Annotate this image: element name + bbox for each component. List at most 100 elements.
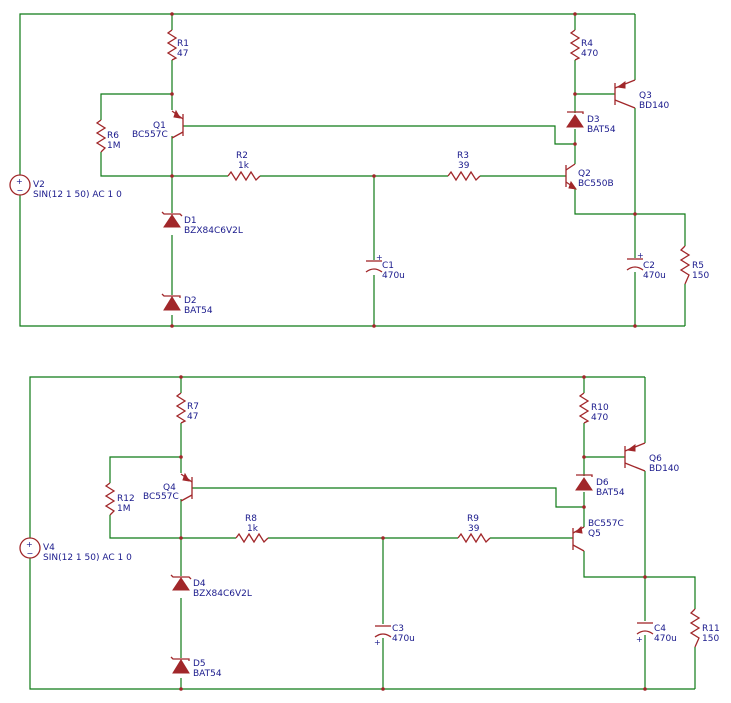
d5-value: BAT54 [193, 669, 222, 679]
resistor-r5: R5 150 [679, 245, 709, 285]
r4-name: R4 [581, 39, 593, 49]
d5-name: D5 [193, 659, 206, 669]
resistor-r11: R11 150 [689, 608, 720, 648]
q5-name: Q5 [588, 529, 601, 539]
c1-plus-sign: + [376, 253, 383, 262]
q3-value: BD140 [639, 101, 670, 111]
capacitor-c4: + C4 470u [636, 575, 677, 691]
diode-d3: D3 BAT54 [566, 92, 616, 135]
capacitor-c3: + C3 470u [374, 536, 415, 691]
r10-value: 470 [591, 413, 608, 423]
source-v2: + − V2 SIN(12 1 50) AC 1 0 [9, 174, 122, 200]
q4-value: BC557C [143, 492, 179, 502]
c2-name: C2 [643, 261, 655, 271]
diode-d6: D6 BAT54 [575, 455, 625, 498]
r5-name: R5 [692, 261, 704, 271]
resistor-r3: R3 39 [447, 151, 481, 182]
r7-name: R7 [187, 402, 199, 412]
q1-value: BC557C [132, 130, 168, 140]
q2-value: BC550B [578, 179, 614, 189]
q5-value: BC557C [588, 519, 624, 529]
c2-value: 470u [643, 271, 666, 281]
v2-plus-sign: + [16, 177, 23, 186]
r10-name: R10 [591, 403, 609, 413]
r9-value: 39 [468, 524, 480, 534]
v4-minus-sign: − [27, 549, 34, 558]
c3-value: 470u [392, 634, 415, 644]
resistor-r6: R6 1M [95, 119, 121, 153]
r11-name: R11 [702, 624, 720, 634]
q3-name: Q3 [639, 91, 652, 101]
zener-d1: D1 BZX84C6V2L [161, 174, 243, 236]
resistor-r8: R8 1k [235, 514, 269, 544]
c1-name: C1 [382, 261, 394, 271]
c3-name: C3 [392, 624, 404, 634]
v2-name: V2 [33, 180, 45, 190]
r1-value: 47 [177, 49, 188, 59]
resistor-r12: R12 1M [104, 482, 135, 516]
c4-name: C4 [654, 624, 666, 634]
c1-value: 470u [382, 271, 405, 281]
c4-plus-sign: + [636, 635, 643, 644]
q2-name: Q2 [578, 169, 591, 179]
resistor-r1: R1 47 [166, 29, 189, 61]
source-v4: + − V4 SIN(12 1 50) AC 1 0 [19, 537, 132, 563]
d2-name: D2 [184, 296, 197, 306]
q6-name: Q6 [649, 454, 662, 464]
circuit-2-wires [29, 376, 696, 690]
r9-name: R9 [467, 514, 479, 524]
resistor-r10: R10 470 [578, 392, 609, 424]
r11-value: 150 [702, 634, 719, 644]
v4-name: V4 [43, 543, 55, 553]
d4-value: BZX84C6V2L [193, 589, 252, 599]
d3-name: D3 [587, 115, 600, 125]
zener-d4: D4 BZX84C6V2L [170, 536, 252, 599]
transistor-q6: Q6 BD140 [624, 442, 680, 474]
c3-plus-sign: + [374, 638, 381, 647]
transistor-q2: Q2 BC550B [565, 142, 614, 190]
capacitor-c2: + C2 470u [626, 212, 666, 328]
r5-value: 150 [692, 271, 709, 281]
v2-value: SIN(12 1 50) AC 1 0 [33, 190, 122, 200]
q4-name: Q4 [163, 483, 176, 493]
q1-name: Q1 [153, 121, 166, 131]
circuit-1-wires [19, 13, 686, 327]
d6-name: D6 [596, 478, 609, 488]
circuit-2: + − V4 SIN(12 1 50) AC 1 0 R7 47 R12 1M … [19, 375, 720, 691]
d4-name: D4 [193, 579, 206, 589]
r12-name: R12 [117, 494, 135, 504]
r2-name: R2 [236, 151, 248, 161]
r6-value: 1M [107, 141, 121, 151]
resistor-r2: R2 1k [227, 151, 261, 182]
r6-name: R6 [107, 131, 119, 141]
diode-d5: D5 BAT54 [170, 656, 222, 691]
capacitor-c1: + C1 470u [365, 174, 405, 328]
transistor-q4: Q4 BC557C [143, 472, 193, 502]
diode-d2: D2 BAT54 [161, 293, 213, 328]
v2-minus-sign: − [17, 186, 24, 195]
c4-value: 470u [654, 634, 677, 644]
c2-plus-sign: + [637, 251, 644, 260]
r2-value: 1k [238, 161, 250, 171]
r12-value: 1M [117, 504, 131, 514]
d2-value: BAT54 [184, 306, 213, 316]
r7-value: 47 [187, 412, 198, 422]
transistor-q5: BC557C Q5 [572, 505, 624, 552]
transistor-q1: Q1 BC557C [132, 109, 184, 140]
r4-value: 470 [581, 49, 598, 59]
resistor-r4: R4 470 [569, 29, 598, 61]
d3-value: BAT54 [587, 125, 616, 135]
r1-name: R1 [177, 39, 189, 49]
circuit-1: + − V2 SIN(12 1 50) AC 1 0 R1 47 R6 1M Q… [9, 12, 709, 328]
resistor-r9: R9 39 [457, 514, 491, 544]
r3-name: R3 [457, 151, 469, 161]
d6-value: BAT54 [596, 488, 625, 498]
r8-value: 1k [247, 524, 259, 534]
q6-value: BD140 [649, 464, 680, 474]
transistor-q3: Q3 BD140 [614, 79, 670, 111]
d1-value: BZX84C6V2L [184, 226, 243, 236]
d1-name: D1 [184, 216, 197, 226]
v4-plus-sign: + [26, 540, 33, 549]
resistor-r7: R7 47 [175, 392, 199, 424]
r8-name: R8 [245, 514, 257, 524]
